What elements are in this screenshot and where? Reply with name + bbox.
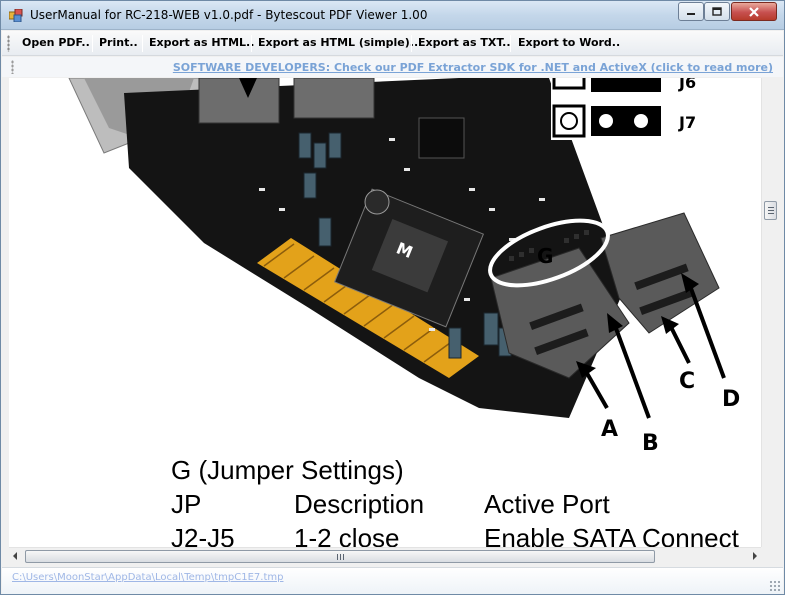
status-bar: C:\Users\MoonStar\AppData\Local\Temp\tmp… [2,567,783,594]
table-header-jp: JP [171,489,202,519]
horizontal-scrollbar[interactable] [9,547,761,564]
toolbar-separator [510,35,511,52]
grip-icon [768,207,774,214]
section-heading: G (Jumper Settings) [171,455,404,485]
vertical-scroll-thumb[interactable] [764,201,777,220]
maximize-icon [712,7,722,16]
open-pdf-button[interactable]: Open PDF.. [22,36,90,49]
label-b: B [642,431,659,456]
print-button[interactable]: Print.. [99,36,138,49]
toolbar-grip[interactable] [7,35,10,52]
toolbar-separator [251,35,252,52]
export-txt-button[interactable]: Export as TXT.. [418,36,511,49]
label-d: D [722,387,740,412]
sata-connector-cd [600,212,720,334]
table-cell-description: 1-2 close [294,523,400,547]
sdk-promo-link[interactable]: SOFTWARE DEVELOPERS: Check our PDF Extra… [172,61,773,74]
scroll-right-arrow-icon[interactable] [753,552,757,560]
export-html-simple-button[interactable]: Export as HTML (simple).. [258,36,419,49]
close-icon [749,6,759,17]
table-cell-active-port: Enable SATA Connect [484,523,739,547]
resize-grip-icon[interactable] [769,580,780,591]
label-j7: J7 [678,113,696,132]
minimize-button[interactable] [678,2,704,21]
raid-card-image: M [68,78,740,456]
pdf-document-view[interactable]: M [9,78,761,547]
minimize-icon [687,12,695,15]
label-j6: J6 [678,78,696,92]
promo-bar: SOFTWARE DEVELOPERS: Check our PDF Extra… [2,57,783,77]
vertical-scrollbar[interactable] [761,78,778,547]
sata-connector-ab [490,247,630,379]
label-g: G [537,244,553,268]
toolbar-separator [142,35,143,52]
scroll-left-arrow-icon[interactable] [13,552,17,560]
main-toolbar: Open PDF.. Print.. Export as HTML.. Expo… [2,31,783,56]
export-word-button[interactable]: Export to Word.. [518,36,621,49]
scroll-corner [761,547,778,564]
export-html-button[interactable]: Export as HTML.. [149,36,255,49]
app-icon [9,9,23,22]
toolbar-separator [92,35,93,52]
temp-file-path-link[interactable]: C:\Users\MoonStar\AppData\Local\Temp\tmp… [12,572,284,583]
maximize-button[interactable] [704,2,730,21]
table-header-active-port: Active Port [484,489,610,519]
promo-grip [11,60,14,74]
title-bar[interactable]: UserManual for RC-218-WEB v1.0.pdf - Byt… [1,1,784,30]
horizontal-scroll-thumb[interactable] [25,550,655,563]
label-a: A [601,417,618,442]
table-cell-jp: J2-J5 [171,523,235,547]
grip-icon [337,554,345,560]
window-title: UserManual for RC-218-WEB v1.0.pdf - Byt… [30,8,428,22]
table-header-description: Description [294,489,425,519]
svg-text:M: M [394,238,416,262]
label-c: C [679,369,695,394]
close-button[interactable] [731,2,777,21]
toolbar-separator [411,35,412,52]
